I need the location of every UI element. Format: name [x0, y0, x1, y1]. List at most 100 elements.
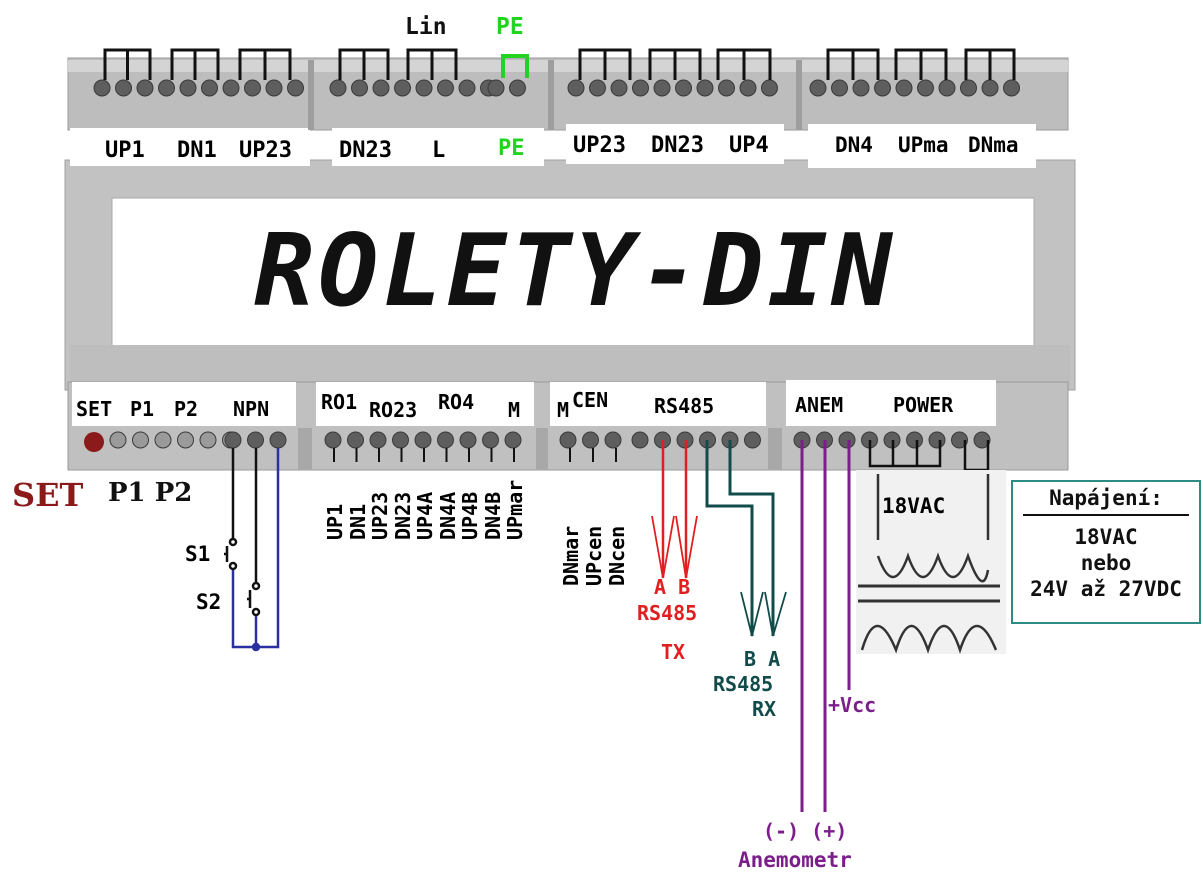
cen-output-label: UPcen: [582, 525, 606, 586]
display-window: [111, 197, 1035, 347]
rs485-tx-name: RS485: [637, 601, 698, 625]
bottom-label-cen: CEN: [572, 388, 609, 412]
cen-output-label: DNcen: [605, 525, 629, 586]
top-terminal-screw: [696, 79, 714, 97]
top-terminal-screw: [458, 79, 476, 97]
top-label-up1: UP1: [105, 138, 145, 163]
bottom-terminal-screw: [906, 431, 923, 449]
top-terminal-screw: [831, 79, 848, 97]
anemometer-polarity: (-) (+): [763, 819, 848, 843]
bottom-label-box-2: [316, 382, 534, 426]
bottom-terminal-screw: [504, 431, 522, 449]
top-jumper-bracket: [716, 48, 772, 80]
top-jumper-bracket: [338, 48, 390, 80]
top-label-box-4: [808, 124, 1036, 168]
cen-output-leads: [569, 448, 617, 462]
top-terminal-screw: [394, 79, 411, 97]
top-terminal-screw: [287, 79, 304, 97]
top-terminal-screw: [244, 79, 261, 97]
bottom-terminal-screw: [437, 431, 454, 449]
bottom-terminal-screw: [744, 431, 761, 449]
bottom-terminal-screw: [247, 431, 264, 449]
top-jumper-bracket: [103, 48, 152, 80]
top-terminal-screw: [329, 79, 347, 97]
bottom-terminal-screw: [392, 431, 409, 449]
power-box-line3: 24V až 27VDC: [1030, 577, 1182, 601]
bottom-terminal-screw: [269, 431, 287, 449]
top-label-box-1: [70, 128, 310, 166]
top-terminals: [93, 79, 1020, 97]
bottom-terminal-screw: [973, 431, 991, 449]
top-terminal-screw: [761, 79, 778, 97]
bottom-terminal-screw: [951, 431, 968, 449]
bottom-terminal-screw: [459, 431, 477, 449]
top-label-box-2: [332, 128, 544, 166]
bottom-terminal-screw: [324, 431, 342, 449]
top-terminal-screw: [93, 79, 111, 97]
relay-output-label: UP23: [368, 491, 392, 540]
bottom-terminal-screw: [559, 431, 577, 449]
power-box-divider: [1023, 514, 1189, 516]
relay-output-label: UPmar: [503, 479, 527, 540]
bottom-terminal-screw: [482, 431, 499, 449]
bottom-label-ro1: RO1: [321, 390, 358, 414]
top-terminal-screw: [675, 79, 692, 97]
bottom-terminal-screw: [154, 431, 172, 449]
bottom-terminal-screw: [369, 431, 387, 449]
top-label-box-3: [566, 124, 784, 164]
top-terminal-screw: [372, 79, 390, 97]
bottom-terminal-screw: [347, 431, 364, 449]
relay-output-label: DN4A: [435, 491, 460, 540]
relay-output-label: DN23: [390, 491, 415, 540]
rs485-rx-name: RS485: [713, 672, 774, 696]
top-jumper-bracket: [894, 48, 948, 80]
top-terminal-screw: [809, 79, 827, 97]
set-button-indicator: [84, 432, 104, 452]
rs485-tx-ab: A B: [654, 575, 691, 599]
top-terminal-screw: [739, 79, 757, 97]
rs485-tx-wiring: [651, 440, 698, 579]
bottom-label-anem: ANEM: [795, 393, 844, 417]
bottom-terminal-screw: [631, 431, 649, 449]
top-label-up23-b: UP23: [573, 133, 626, 158]
display-title: ROLETY-DIN: [253, 212, 897, 329]
top-jumpers: [103, 48, 1016, 80]
top-terminal-screw: [1003, 79, 1020, 97]
top-terminal-screw: [567, 79, 585, 97]
relay-output-label: UP4A: [413, 491, 437, 540]
top-terminal-screw: [589, 79, 606, 97]
top-label-dn1: DN1: [177, 138, 217, 163]
bottom-label-set: SET: [76, 397, 113, 421]
npn-switch-wiring: [224, 448, 280, 652]
top-jumper-bracket: [238, 48, 292, 80]
top-label-pe: PE: [498, 136, 525, 161]
s1-label: S1: [185, 542, 211, 566]
top-label-up4: UP4: [729, 133, 769, 158]
top-terminal-screw: [718, 79, 735, 97]
top-label-dn4: DN4: [835, 133, 873, 157]
top-terminal-screw: [960, 79, 977, 97]
power-box-title: Napájení:: [1049, 486, 1163, 510]
top-terminal-screw: [509, 79, 526, 97]
top-label-up23: UP23: [239, 138, 292, 163]
relay-output-label: DN4B: [480, 491, 505, 540]
bottom-label-npn: NPN: [233, 397, 270, 421]
bottom-terminal-screw: [199, 431, 217, 449]
bottom-label-p1: P1: [130, 397, 155, 421]
top-jumper-bracket: [964, 48, 1016, 80]
top-terminal-screw: [265, 79, 283, 97]
bottom-label-p2: P2: [174, 397, 199, 421]
bottom-label-m2: M: [557, 398, 570, 422]
relay-output-leads: [333, 448, 515, 462]
rs485-rx-dir: RX: [752, 697, 777, 721]
top-terminal-screw: [632, 79, 649, 97]
bottom-label-ro4: RO4: [438, 390, 475, 414]
top-terminal-screw: [981, 79, 999, 97]
bottom-terminal-screw: [604, 431, 622, 449]
top-terminal-screw: [895, 79, 913, 97]
top-terminal-screw: [610, 79, 628, 97]
top-label-l: L: [432, 138, 446, 163]
bottom-label-power: POWER: [893, 393, 954, 417]
bottom-label-ro23: RO23: [369, 398, 418, 422]
top-jumper-bracket: [170, 48, 220, 80]
